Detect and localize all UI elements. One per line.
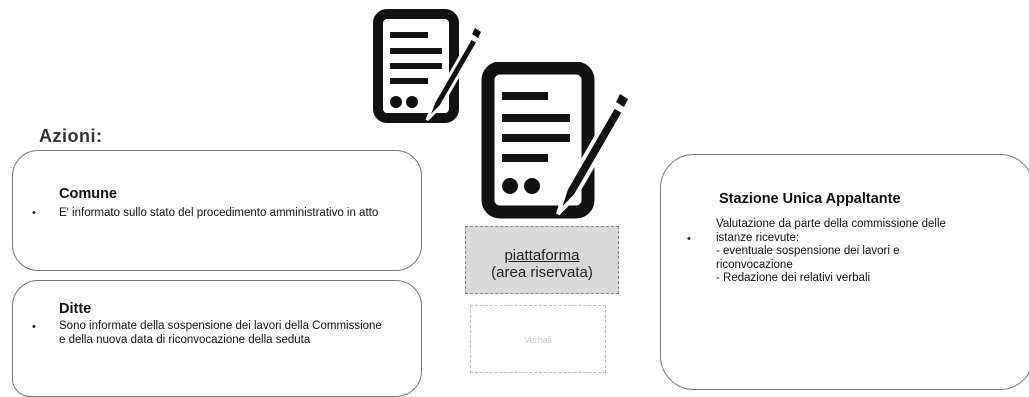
stazione-line: - Redazione dei relativi verbali	[716, 272, 871, 284]
verbali-box: Verbali	[470, 305, 606, 373]
document-pen-icon	[481, 62, 628, 219]
stazione-line: riconvocazione	[716, 258, 793, 271]
stazione-box: Stazione Unica Appaltante • Valutazione …	[660, 154, 1029, 390]
bullet-marker: •	[687, 233, 691, 245]
stazione-title: Stazione Unica Appaltante	[719, 191, 901, 207]
comune-description: E' informato sullo stato del procediment…	[59, 207, 379, 219]
ditte-box: Ditte • Sono informate della sospensione…	[12, 280, 422, 397]
actions-heading: Azioni:	[39, 126, 103, 146]
ditte-description: Sono informate della sospensione dei lav…	[59, 320, 382, 346]
comune-box: Comune • E' informato sullo stato del pr…	[12, 150, 422, 271]
verbali-label: Verbali	[524, 335, 552, 345]
platform-subtitle: (area riservata)	[491, 264, 593, 281]
comune-title: Comune	[59, 186, 117, 202]
bullet-marker: •	[32, 321, 36, 333]
platform-link[interactable]: piattaforma	[504, 247, 580, 264]
stazione-line: istanze ricevute:	[716, 231, 800, 244]
platform-box: piattaforma (area riservata)	[465, 226, 619, 294]
stazione-line: - eventuale sospensione dei lavori e	[716, 245, 900, 257]
ditte-title: Ditte	[59, 301, 92, 317]
document-pen-icon	[373, 9, 481, 123]
stazione-line: Valutazione da parte della commissione d…	[716, 218, 946, 230]
bullet-marker: •	[32, 207, 36, 219]
stazione-description: Valutazione da parte della commissione d…	[716, 218, 1016, 286]
